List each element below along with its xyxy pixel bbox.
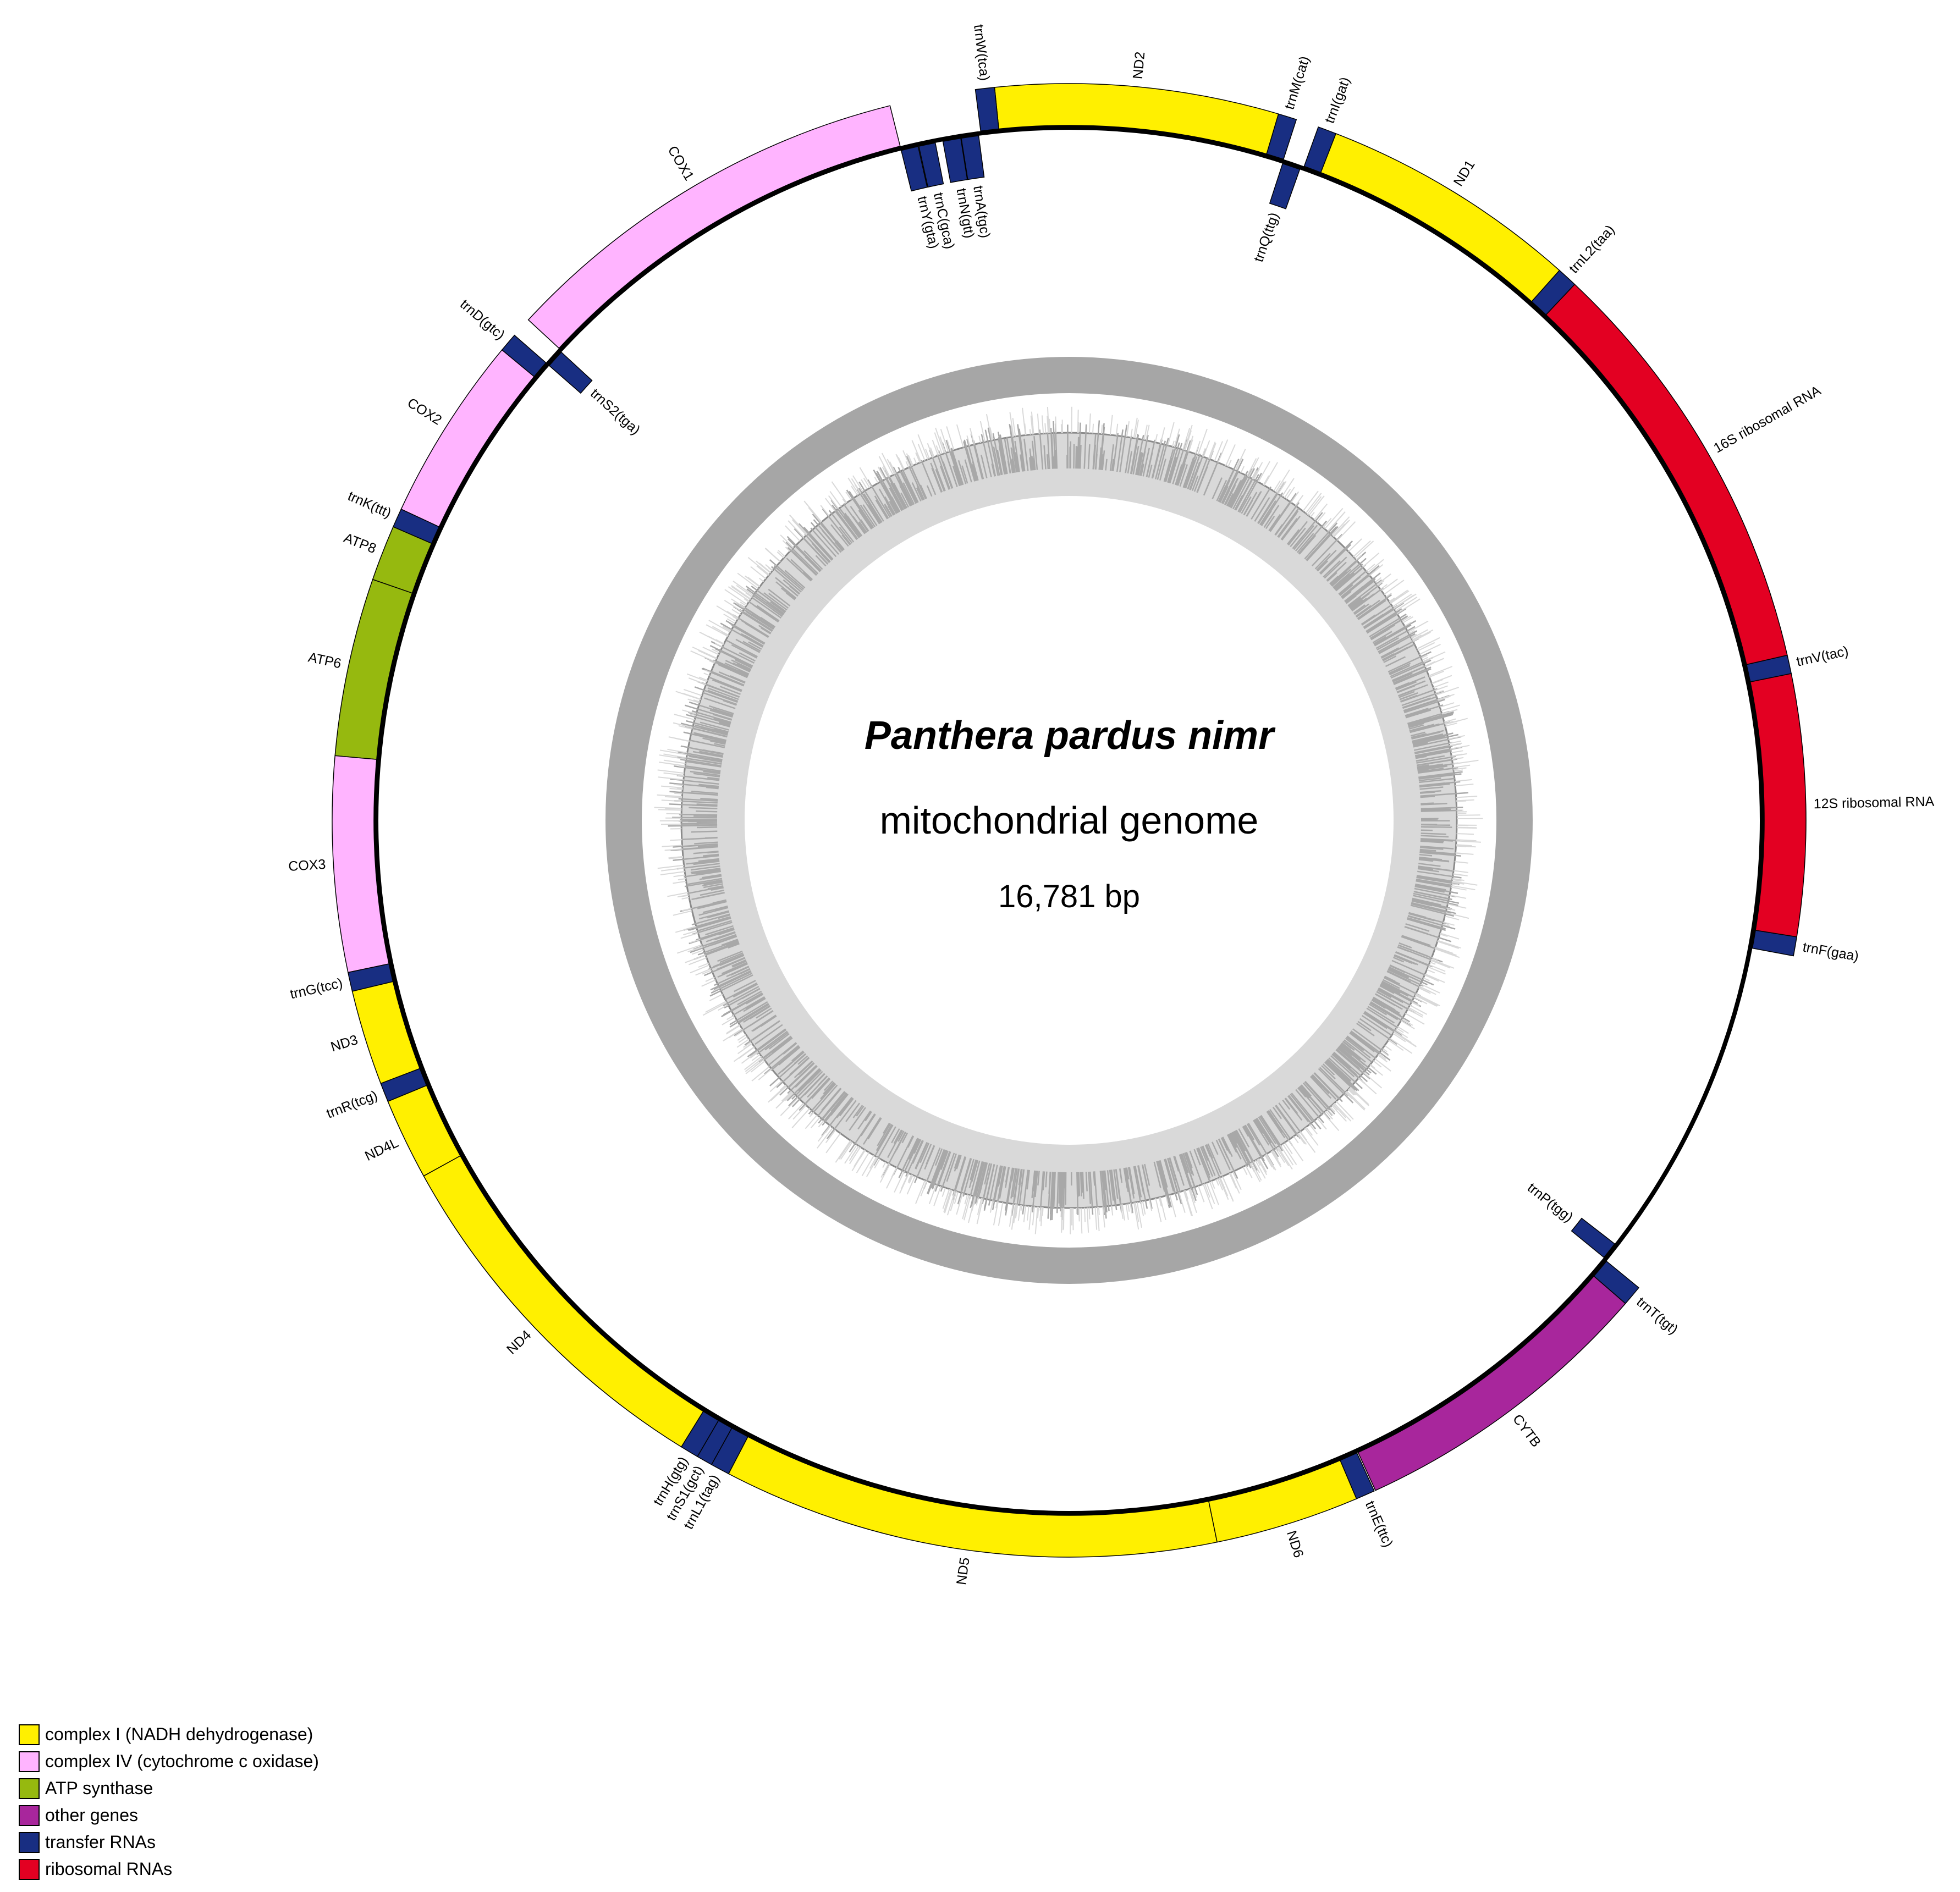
legend-label: other genes bbox=[45, 1805, 139, 1825]
gene-label: COX2 bbox=[405, 395, 445, 428]
gene-label: trnM(cat) bbox=[1282, 54, 1313, 112]
legend-label: complex IV (cytochrome c oxidase) bbox=[45, 1751, 319, 1771]
legend-swatch bbox=[19, 1778, 40, 1799]
legend-label: ribosomal RNAs bbox=[45, 1859, 173, 1879]
gene-label: trnD(gtc) bbox=[457, 296, 508, 343]
gene-trny-gta bbox=[900, 146, 928, 192]
gene-nd1 bbox=[1320, 133, 1560, 302]
gene-atp6 bbox=[334, 578, 413, 760]
species-title: Panthera pardus nimr bbox=[865, 714, 1276, 758]
gene-trnn-gtt bbox=[942, 137, 968, 183]
gene-label: COX1 bbox=[664, 144, 697, 184]
gene-label: 16S ribosomal RNA bbox=[1711, 383, 1824, 456]
gene-label: COX3 bbox=[288, 857, 327, 874]
gene-label: ND6 bbox=[1284, 1529, 1307, 1559]
gene-label: ND3 bbox=[329, 1032, 360, 1055]
gene-cox2 bbox=[400, 349, 535, 528]
legend-item: transfer RNAs bbox=[19, 1829, 319, 1856]
legend-item: complex I (NADH dehydrogenase) bbox=[19, 1721, 319, 1748]
gene-nd6 bbox=[1208, 1459, 1357, 1543]
gene-label: ND4L bbox=[362, 1135, 401, 1164]
genome-type-title: mitochondrial genome bbox=[880, 799, 1259, 842]
backbone-circle bbox=[374, 125, 1764, 1515]
gc-ticks bbox=[668, 420, 1468, 1221]
gene-trne-ttc bbox=[1340, 1452, 1375, 1499]
genome-title: Panthera pardus nimr mitochondrial genom… bbox=[865, 714, 1276, 914]
legend-label: complex I (NADH dehydrogenase) bbox=[45, 1724, 313, 1744]
gene-trnw-tca bbox=[975, 87, 999, 132]
legend-label: transfer RNAs bbox=[45, 1832, 156, 1852]
gene-label: trnF(gaa) bbox=[1802, 939, 1860, 964]
gene-label: ATP6 bbox=[307, 649, 343, 671]
legend-item: other genes bbox=[19, 1802, 319, 1829]
gc-ring-center bbox=[745, 496, 1394, 1145]
gene-trnp-tgg bbox=[1571, 1217, 1616, 1258]
gene-features bbox=[332, 83, 1807, 1558]
gene-trnc-gca bbox=[918, 142, 944, 188]
genome-backbone-circle bbox=[374, 125, 1764, 1515]
gene-16s-ribosomal-rna bbox=[1545, 284, 1788, 665]
legend-item: ribosomal RNAs bbox=[19, 1856, 319, 1883]
gene-trnt-tgt bbox=[1593, 1260, 1639, 1304]
gc-ticks-light bbox=[654, 406, 1483, 1234]
gene-label: CYTB bbox=[1510, 1411, 1544, 1450]
legend-label: ATP synthase bbox=[45, 1778, 153, 1798]
legend-swatch bbox=[19, 1858, 40, 1880]
gene-label: trnQ(ttg) bbox=[1251, 211, 1281, 264]
legend-swatch bbox=[19, 1724, 40, 1745]
gene-label: trnW(tca) bbox=[971, 24, 993, 81]
gene-label: trnE(ttc) bbox=[1362, 1499, 1396, 1550]
gene-cox3 bbox=[332, 755, 390, 973]
gene-label: trnG(tcc) bbox=[289, 975, 344, 1002]
gene-label: trnL2(taa) bbox=[1566, 222, 1618, 277]
gc-content-ring bbox=[605, 357, 1533, 1284]
gene-label: ND4 bbox=[504, 1327, 535, 1358]
legend-item: ATP synthase bbox=[19, 1775, 319, 1802]
legend-swatch bbox=[19, 1832, 40, 1853]
gene-label: 12S ribosomal RNA bbox=[1813, 794, 1934, 812]
legend-swatch bbox=[19, 1805, 40, 1826]
gene-nd4 bbox=[423, 1155, 704, 1448]
gene-label: trnK(ttt) bbox=[345, 488, 393, 521]
gene-label: trnT(tgt) bbox=[1633, 1294, 1681, 1338]
legend: complex I (NADH dehydrogenase) complex IV… bbox=[19, 1721, 319, 1883]
gene-label: ND1 bbox=[1451, 157, 1478, 189]
gene-label: trnI(gat) bbox=[1322, 75, 1353, 125]
gene-trnq-ttg bbox=[1269, 163, 1301, 209]
gene-trna-tgc bbox=[961, 135, 985, 180]
gene-label: trnR(tcg) bbox=[324, 1088, 380, 1122]
gene-label: ND2 bbox=[1130, 51, 1148, 80]
gene-label: trnP(tgg) bbox=[1524, 1180, 1576, 1226]
gene-label: trnV(tac) bbox=[1795, 643, 1850, 670]
gc-ring-dark bbox=[605, 357, 1533, 1284]
legend-item: complex IV (cytochrome c oxidase) bbox=[19, 1748, 319, 1775]
gene-trns2-tga bbox=[548, 351, 593, 394]
gene-trni-gat bbox=[1303, 126, 1337, 173]
gene-cytb bbox=[1357, 1275, 1626, 1491]
genome-size-title: 16,781 bp bbox=[998, 879, 1140, 914]
gene-label: ATP8 bbox=[342, 530, 378, 556]
gene-nd5 bbox=[728, 1436, 1218, 1558]
gene-label: trnS2(tga) bbox=[587, 385, 643, 438]
legend-swatch bbox=[19, 1751, 40, 1772]
gene-label: ND5 bbox=[954, 1557, 973, 1586]
gene-nd2 bbox=[994, 83, 1279, 155]
gene-cox1 bbox=[527, 105, 901, 349]
